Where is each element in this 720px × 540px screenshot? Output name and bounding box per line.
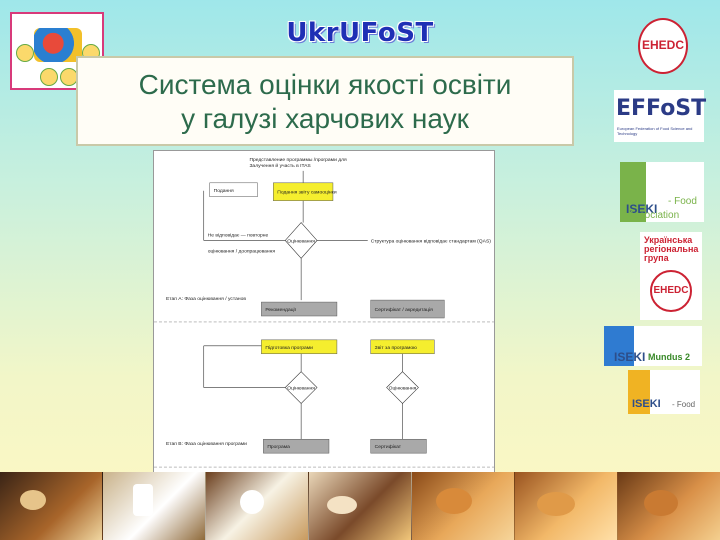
quality-assessment-flowchart: Представление программы /програми для За… [153, 150, 495, 480]
flow-yellow-box-2 [261, 339, 338, 355]
iseki-assoc-word: ISEKI [626, 202, 658, 216]
seal-icon [40, 68, 58, 86]
flow-yellow-label-1: Подання звіту самооцінки [277, 190, 337, 196]
flow-grey-label-1: Рекомендації [265, 307, 296, 313]
iseki-food-word: ISEKI [632, 398, 661, 410]
flow-top-note: Представление программы /програми для [249, 157, 347, 163]
flow-grey-label-4: Сертифікат [375, 444, 402, 450]
flow-side-label: Подання [214, 188, 234, 194]
flow-top-note2: Залучення й участь в ITAS [249, 162, 311, 169]
conference-title: UkrUFoST conference 2010 [234, 18, 485, 86]
food-photo-bread [618, 472, 720, 540]
food-photo-cakes [0, 472, 103, 540]
iseki-food-suffix: - Food [672, 400, 696, 409]
ehedc-ukraine-caption: Українська регіональна група [644, 235, 699, 263]
iseki-mundus-word: ISEKI [614, 350, 646, 364]
flow-stage-b: Етап B: Фаза оцінювання програми [166, 441, 247, 447]
flow-grey-box-3 [263, 438, 330, 454]
flow-grey-box-4 [370, 438, 427, 454]
iseki-mundus-label: Mundus 2 [648, 352, 690, 362]
food-photo-pastry-2 [515, 472, 618, 540]
flow-grey-label-2: Сертифікат / акредитація [375, 307, 433, 313]
conference-emblem-logo [10, 12, 104, 90]
flow-yellow-label-3: Звіт за програмою [375, 345, 417, 351]
ehedc-logo-text: EHEDC [641, 38, 684, 52]
iseki-assoc-association: Association [628, 210, 680, 221]
iseki-food-association-logo: ISEKI - Food Association [620, 162, 704, 222]
food-photo-strip [0, 472, 720, 540]
ehedc-ukraine-emblem: EHEDC [650, 270, 692, 312]
flow-yellow-label-2: Підготовка програми [265, 345, 313, 351]
slide-title: Система оцінки якості освіти у галузі ха… [76, 56, 574, 146]
flow-note-left-2: оцінювання / доопрацювання [208, 248, 276, 254]
flow-decision-2-label: Оцінювання [287, 386, 315, 392]
food-photo-dairy [206, 472, 309, 540]
ehedc-logo: EHEDC [638, 18, 688, 74]
flow-note-right-1: Структура оцінювання відповідає стандарт… [371, 238, 492, 244]
flowchart-svg: Представление программы /програми для За… [154, 157, 494, 468]
effost-logo-text: EFFoST [616, 96, 707, 121]
globe-icon [34, 28, 82, 62]
effost-logo: EFFoST European Federation of Food Scien… [614, 90, 707, 142]
flow-grey-label-3: Програма [267, 444, 290, 450]
iseki-mundus-logo: ISEKI Mundus 2 [604, 326, 702, 366]
food-photo-pastry-1 [412, 472, 515, 540]
flow-grey-box-1 [261, 301, 338, 317]
flow-stage-a: Етап А: Фаза оцінювання / установ [166, 296, 246, 302]
iseki-assoc-food: - Food [668, 196, 697, 207]
seal-icon [16, 44, 34, 62]
flow-grey-box-2 [370, 299, 445, 319]
iseki-food-logo: ISEKI - Food [628, 370, 700, 414]
food-photo-sweets [309, 472, 412, 540]
flow-decision-1-label: Оцінювання [287, 238, 315, 244]
food-photo-milk [103, 472, 206, 540]
flow-note-left-1: Не відповідає — повторне [208, 232, 269, 238]
slide-title-line2: у галузі харчових наук [181, 103, 469, 134]
slide-title-line1: Система оцінки якості освіти [138, 69, 512, 100]
effost-logo-subtitle: European Federation of Food Science and … [617, 126, 693, 136]
ehedc-ukraine-logo: Українська регіональна група EHEDC [640, 232, 702, 320]
flow-decision-3-label: Оцінювання [389, 386, 417, 392]
flow-side-box [209, 182, 258, 197]
